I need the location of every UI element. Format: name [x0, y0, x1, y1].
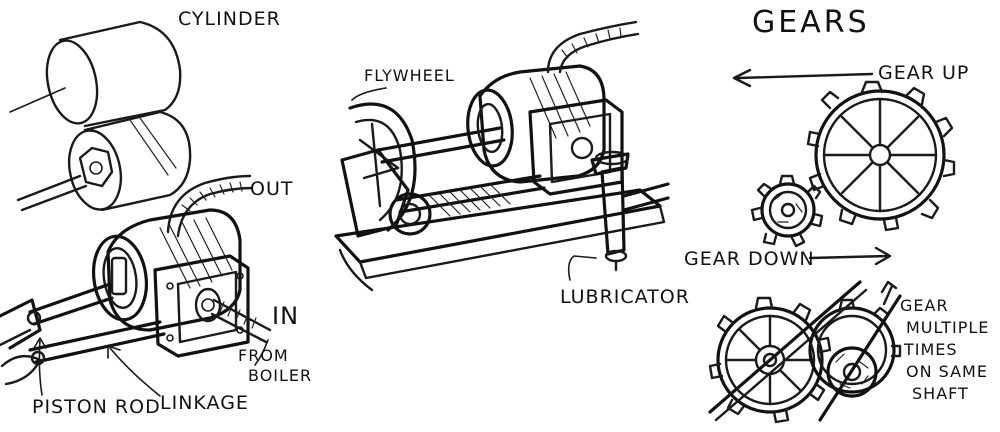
label-cylinder: CYLINDER: [178, 10, 281, 29]
label-gear-multiple-line3: TIMES: [904, 342, 958, 358]
cylinder-out-sketch: [18, 112, 252, 236]
label-linkage: LINKAGE: [160, 394, 249, 413]
label-gear-multiple-line4: ON SAME: [906, 364, 988, 380]
label-gear-multiple-line1: GEAR: [900, 298, 949, 314]
label-gear-down: GEAR DOWN: [684, 250, 815, 269]
label-from-boiler-line1: FROM: [238, 348, 289, 364]
label-gear-multiple-line5: SHAFT: [912, 386, 969, 402]
gear-down-sketch: [810, 248, 890, 264]
label-in: IN: [272, 304, 299, 328]
engine-assembly-left: [0, 210, 270, 396]
gear-up-sketch: [734, 70, 954, 246]
gear-multiple-sketch: [710, 282, 900, 422]
label-gear-multiple-line2: MULTIPLE: [906, 320, 989, 336]
flywheel-engine-sketch: [336, 22, 668, 290]
label-gears: GEARS: [752, 8, 870, 38]
label-gear-up: GEAR UP: [878, 64, 969, 83]
label-piston-rod: PISTON ROD: [32, 398, 161, 417]
label-out: OUT: [250, 180, 293, 199]
label-lubricator: LUBRICATOR: [560, 288, 690, 307]
label-from-boiler-line2: BOILER: [248, 368, 312, 384]
label-flywheel: FLYWHEEL: [364, 68, 455, 84]
